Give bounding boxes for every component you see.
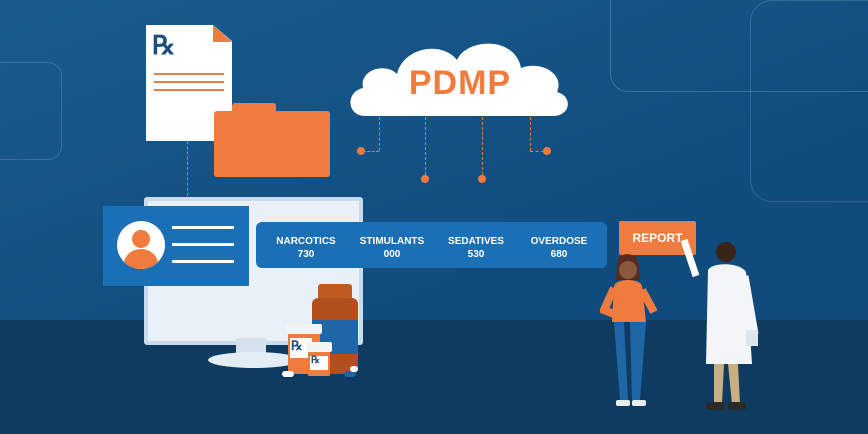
document-line — [154, 73, 224, 75]
network-line — [530, 117, 531, 151]
network-node — [421, 175, 429, 183]
profile-line — [172, 226, 234, 229]
stat-sedatives: SEDATIVES 530 — [436, 235, 516, 261]
network-line — [530, 151, 544, 152]
pill-bottle-icon — [286, 284, 358, 376]
document-line — [154, 81, 224, 83]
stat-value: 530 — [467, 249, 485, 260]
network-node — [543, 147, 551, 155]
folder-body — [214, 111, 330, 177]
pill — [282, 371, 294, 377]
rx-symbol: ℞ — [152, 31, 176, 60]
connector-line — [187, 141, 188, 196]
network-node — [357, 147, 365, 155]
pill — [350, 366, 358, 372]
stat-label: NARCOTICS — [276, 236, 336, 247]
network-node — [478, 175, 486, 183]
network-line — [425, 117, 426, 175]
pill — [344, 371, 356, 377]
decorative-outline — [0, 62, 62, 160]
stat-value: 000 — [383, 249, 401, 260]
stat-label: SEDATIVES — [448, 236, 504, 247]
profile-line — [172, 260, 234, 263]
stat-narcotics: NARCOTICS 730 — [266, 235, 346, 261]
stat-value: 730 — [297, 249, 315, 260]
cloud-icon — [350, 43, 568, 116]
network-line — [482, 117, 483, 175]
woman-figure — [600, 254, 658, 406]
stat-overdose: OVERDOSE 680 — [519, 235, 599, 261]
decorative-outline — [610, 0, 868, 92]
bottle-rx-label: ℞ — [291, 338, 303, 353]
stat-label: OVERDOSE — [530, 236, 588, 247]
avatar-head — [132, 230, 150, 248]
stat-value: 680 — [550, 249, 568, 260]
profile-line — [172, 243, 234, 246]
decorative-outline — [750, 0, 868, 202]
document-line — [154, 89, 224, 91]
user-avatar-icon — [117, 221, 165, 269]
avatar-body — [124, 249, 158, 269]
report-button[interactable]: REPORT — [619, 221, 696, 255]
prescription-stats-bar: NARCOTICS 730 STIMULANTS 000 SEDATIVES 5… — [256, 222, 607, 268]
monitor-base — [208, 352, 300, 368]
network-line — [363, 151, 379, 152]
doctor-figure — [680, 238, 759, 410]
network-line — [379, 117, 380, 151]
bottle-rx-label: ℞ — [311, 355, 320, 366]
stat-stimulants: STIMULANTS 000 — [352, 235, 432, 261]
cloud-title: PDMP — [408, 64, 512, 102]
stat-label: STIMULANTS — [359, 236, 425, 247]
